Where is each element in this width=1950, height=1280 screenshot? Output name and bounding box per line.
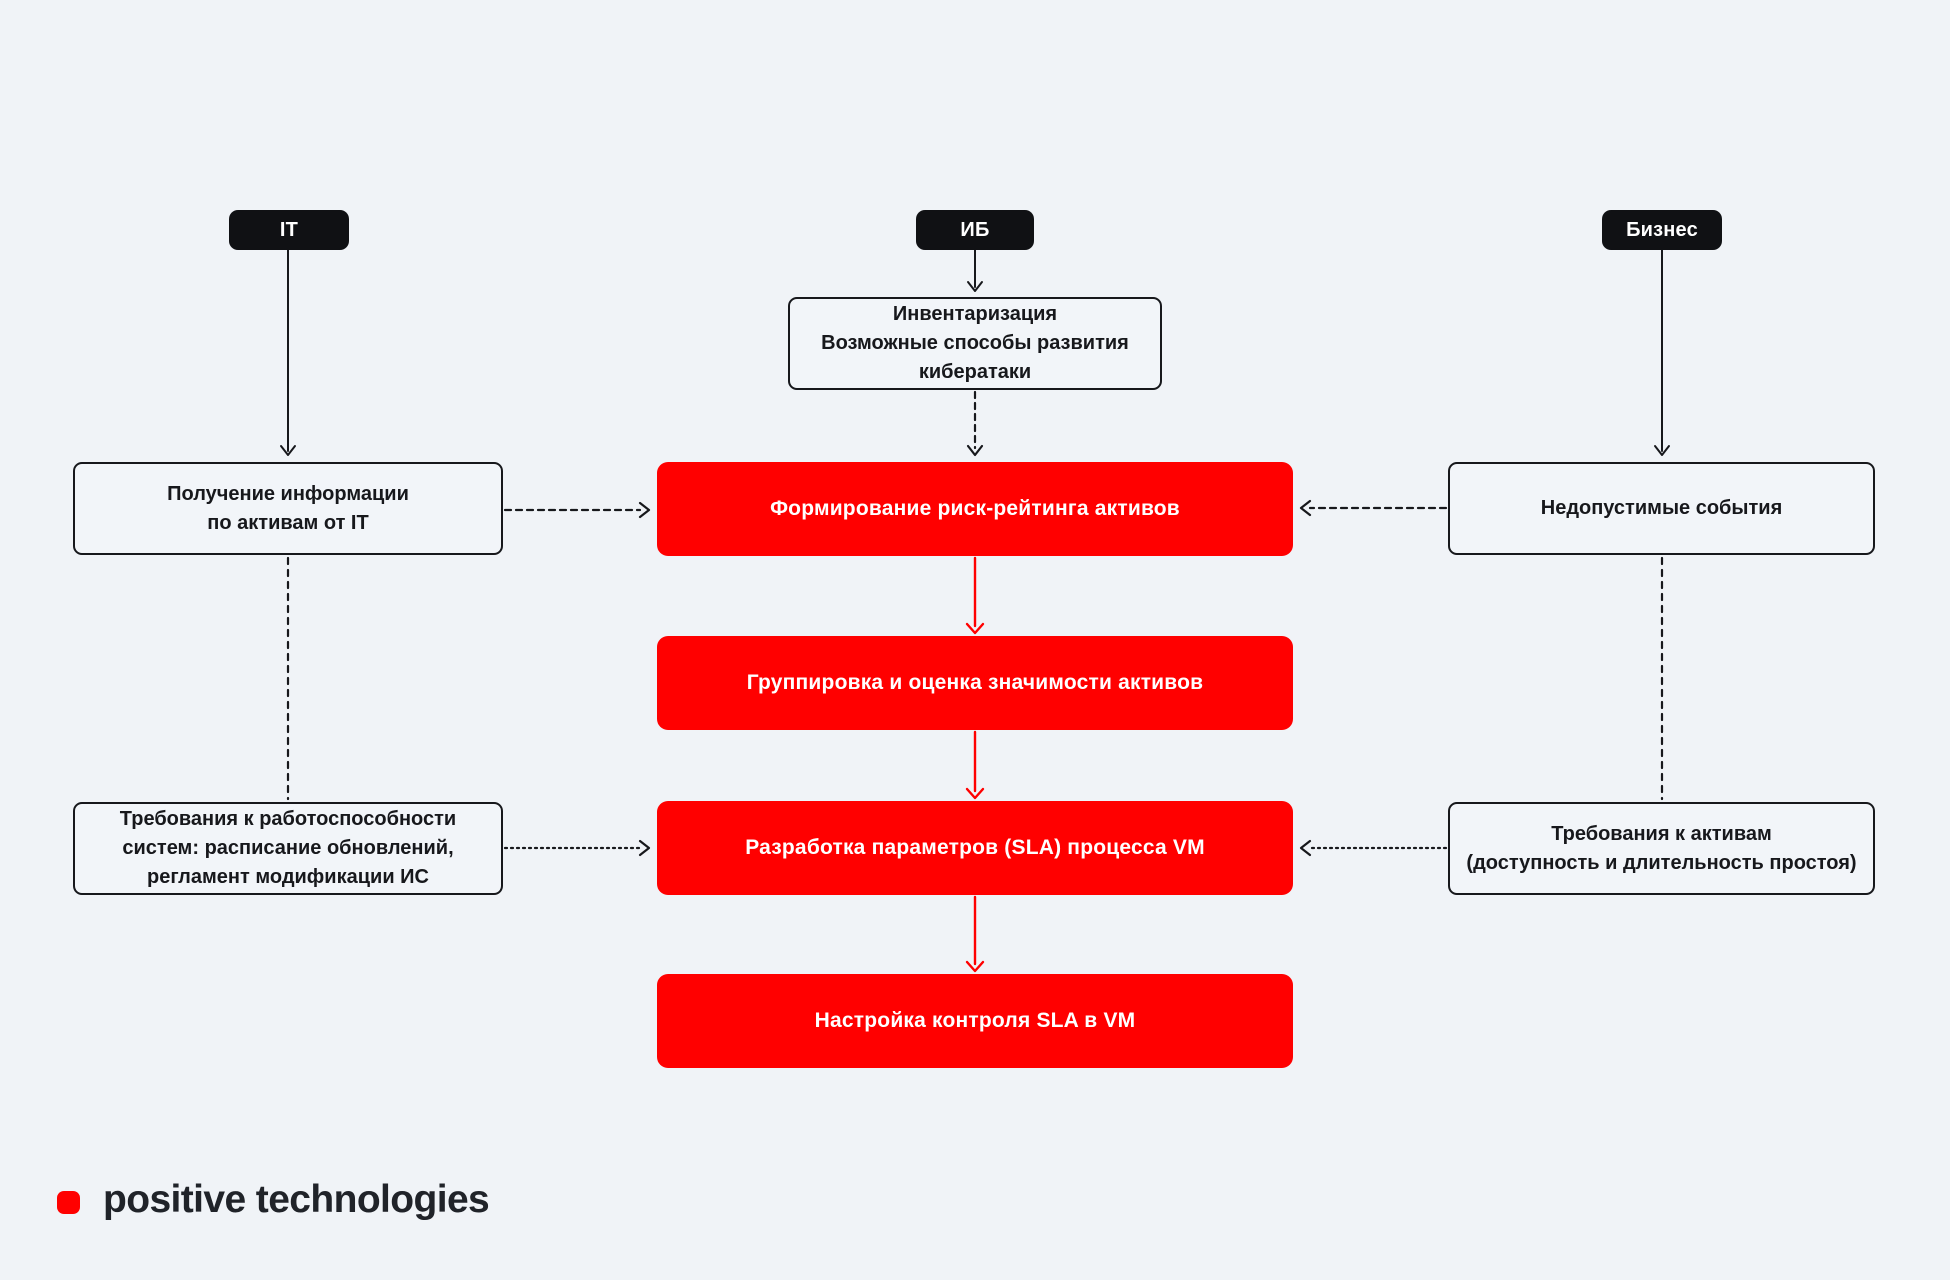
badge-it: IT: [229, 210, 349, 250]
box-system-requirements-label: Требования к работоспособности систем: р…: [119, 808, 457, 888]
box-sla-params-label: Разработка параметров (SLA) процесса VM: [745, 836, 1205, 859]
positive-technologies-logo: positive technologies: [57, 1178, 490, 1222]
box-asset-requirements-line2: (доступность и длительность простоя): [1466, 851, 1857, 874]
box-asset-info-line1: Получение информации: [167, 482, 409, 505]
arrow-risk-rating-to-grouping: [965, 556, 985, 635]
box-inventory-line2: Возможные способы развития кибератаки: [821, 332, 1129, 383]
arrow-grouping-to-sla-params: [965, 730, 985, 800]
box-unacceptable-events: Недопустимые события: [1448, 462, 1875, 555]
logo-text: positive technologies: [103, 1178, 490, 1221]
box-asset-requirements-line1: Требования к активам: [1551, 822, 1772, 845]
arrow-sla-params-to-sla-control: [965, 895, 985, 973]
badge-business-label: Бизнес: [1626, 218, 1698, 241]
arrow-asset-requirements-to-sla-params: [1299, 839, 1448, 857]
badge-ib-label: ИБ: [960, 218, 990, 241]
badge-ib: ИБ: [916, 210, 1034, 250]
box-risk-rating: Формирование риск-рейтинга активов: [657, 462, 1293, 556]
logo-red-square-icon: [57, 1190, 80, 1214]
arrow-business-to-events: [1654, 249, 1670, 456]
arrow-asset-info-to-risk-rating: [503, 501, 651, 519]
box-sla-control: Настройка контроля SLA в VM: [657, 974, 1293, 1068]
arrow-system-requirements-to-sla-params: [503, 839, 651, 857]
box-asset-grouping: Группировка и оценка значимости активов: [657, 636, 1293, 730]
box-unacceptable-events-label: Недопустимые события: [1540, 497, 1783, 519]
arrow-inventory-to-risk-rating: [966, 390, 984, 457]
box-sla-params: Разработка параметров (SLA) процесса VM: [657, 801, 1293, 895]
arrow-events-to-risk-rating: [1299, 499, 1448, 517]
box-asset-grouping-label: Группировка и оценка значимости активов: [746, 671, 1204, 694]
box-asset-requirements: Требования к активам (доступность и длит…: [1448, 802, 1875, 895]
box-risk-rating-label: Формирование риск-рейтинга активов: [770, 497, 1180, 520]
box-asset-info: Получение информации по активам от IT: [73, 462, 503, 555]
box-asset-info-line2: по активам от IT: [207, 511, 369, 534]
box-sla-control-label: Настройка контроля SLA в VM: [814, 1009, 1136, 1032]
box-system-requirements: Требования к работоспособности систем: р…: [73, 802, 503, 895]
arrow-ib-to-inventory: [967, 247, 983, 292]
badge-it-label: IT: [279, 218, 299, 241]
arrow-it-to-asset-info: [280, 249, 296, 456]
badge-business: Бизнес: [1602, 210, 1722, 250]
box-inventory: Инвентаризация Возможные способы развити…: [788, 297, 1162, 390]
box-inventory-line1: Инвентаризация: [892, 303, 1058, 325]
